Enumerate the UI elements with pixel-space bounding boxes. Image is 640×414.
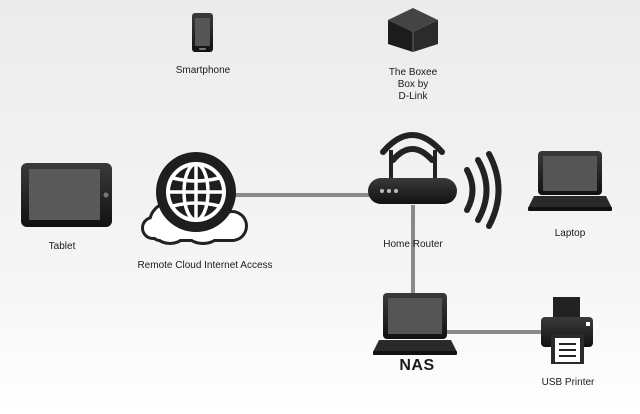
smartphone-label: Smartphone [175, 65, 231, 76]
smartphone-icon [192, 13, 213, 52]
boxee-label-line-2: Box by [397, 79, 429, 90]
router-label: Home Router [383, 239, 443, 250]
tablet-label: Tablet [48, 241, 76, 252]
printer-icon [541, 297, 593, 364]
nas-laptop-icon [373, 293, 457, 355]
cloud-label: Remote Cloud Internet Access [137, 260, 273, 271]
laptop-label: Laptop [554, 228, 586, 239]
tablet-icon [21, 163, 112, 227]
router-icon [368, 132, 502, 229]
printer-label: USB Printer [541, 377, 595, 388]
laptop-icon [528, 151, 612, 211]
nas-label: NAS [399, 357, 435, 374]
cloud-globe-icon [141, 152, 248, 245]
boxee-box-icon [388, 8, 438, 52]
boxee-label-line-3: D-Link [398, 91, 428, 102]
boxee-label-line-1: The Boxee [388, 67, 438, 78]
